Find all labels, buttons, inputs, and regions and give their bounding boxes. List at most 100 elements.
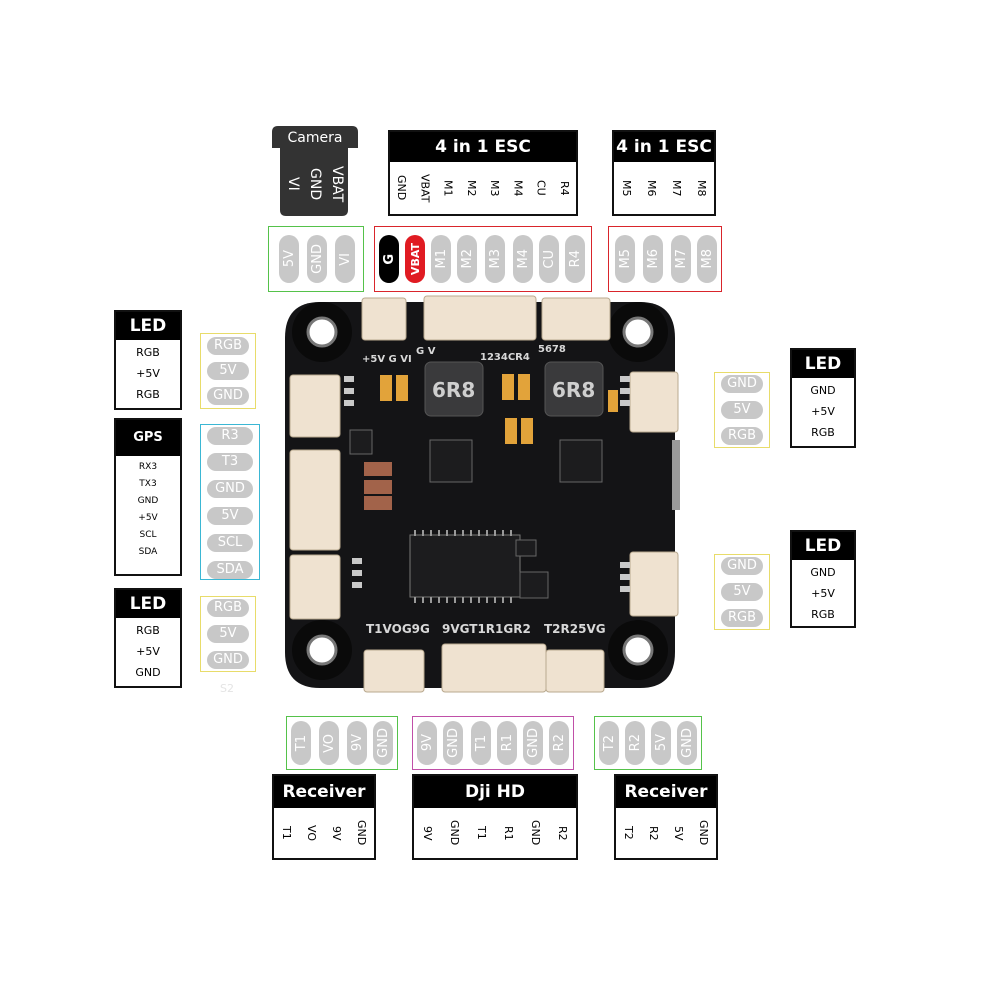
esc-a-pad-group: G VBAT M1 M2 M3 M4 CU R4	[374, 226, 592, 292]
led-left-bottom-pad-group: RGB 5V GND	[200, 596, 256, 672]
led-left-top-pin: +5V	[136, 367, 160, 380]
esc-b-pin: M6	[645, 179, 658, 197]
camera-pins: VI GND VBAT	[282, 156, 348, 212]
gps-pin: +5V	[138, 513, 158, 523]
gps-pad: SDA	[207, 561, 253, 579]
receiver-b-pin: T2	[622, 826, 635, 840]
receiver-b-pins: T2 R2 5V GND	[616, 808, 716, 858]
dji-hd-pin: T1	[475, 826, 488, 840]
inductor-label-1: 6R8	[432, 378, 476, 402]
receiver-a-pin: GND	[355, 820, 368, 846]
gps-pad: 5V	[207, 507, 253, 525]
led-right-bottom-pin: GND	[810, 566, 836, 579]
esc-b-pins: M5 M6 M7 M8	[614, 162, 714, 214]
dji-hd-pad: 9V	[417, 721, 437, 765]
led-left-bottom-pad: RGB	[207, 599, 249, 617]
led-left-top-pad-group: RGB 5V GND	[200, 333, 256, 409]
esc-b-pad-m7: M7	[671, 235, 691, 283]
camera-pad-gnd: GND	[307, 235, 327, 283]
receiver-a-title: Receiver	[274, 776, 374, 808]
esc-a-pad-m1: M1	[431, 235, 451, 283]
inductor-label-2: 6R8	[552, 378, 596, 402]
receiver-a-pad: 9V	[347, 721, 367, 765]
silk-top-left: +5V G VI	[362, 354, 412, 365]
camera-title: Camera	[287, 130, 343, 146]
led-right-bottom-pin: +5V	[811, 587, 835, 600]
esc-a-pin: M3	[488, 179, 502, 197]
dji-hd-pin: GND	[448, 820, 461, 846]
silk-bottom-2: 9VGT1R1GR2	[442, 622, 531, 636]
camera-pad-5v: 5V	[279, 235, 299, 283]
led-right-top-pad-group: GND 5V RGB	[714, 372, 770, 448]
camera-pad-vi: VI	[335, 235, 355, 283]
esc-a-pin: CU	[534, 180, 548, 196]
receiver-b-title: Receiver	[616, 776, 716, 808]
receiver-a-pad-group: T1 VO 9V GND	[286, 716, 398, 770]
receiver-b-pad: 5V	[651, 721, 671, 765]
led-left-top-pad: 5V	[207, 362, 249, 380]
esc-a-pin: M4	[511, 179, 525, 197]
gps-pin: GND	[137, 496, 159, 506]
gps-pin: TX3	[139, 479, 157, 489]
receiver-a-card: Receiver T1 VO 9V GND	[272, 774, 376, 860]
dji-hd-pad: T1	[471, 721, 491, 765]
led-right-bottom-pad: 5V	[721, 583, 763, 601]
dji-hd-pad: R2	[549, 721, 569, 765]
dji-hd-pins: 9V GND T1 R1 GND R2	[414, 808, 576, 858]
gps-card: GPS RX3 TX3 GND +5V SCL SDA	[114, 418, 182, 576]
camera-shape	[272, 126, 358, 216]
led-left-top-pad: GND	[207, 387, 249, 405]
led-right-bottom-pad-group: GND 5V RGB	[714, 554, 770, 630]
led-left-top-pin: RGB	[136, 388, 160, 401]
led-left-bottom-card: LED RGB +5V GND	[114, 588, 182, 688]
led-right-top-pin: +5V	[811, 405, 835, 418]
gps-pad: T3	[207, 453, 253, 471]
receiver-a-pad: T1	[291, 721, 311, 765]
esc-a-pad-cu: CU	[539, 235, 559, 283]
led-right-bottom-pin: RGB	[811, 608, 835, 621]
esc-a-pad-m3: M3	[485, 235, 505, 283]
led-right-top-pad: 5V	[721, 401, 763, 419]
esc-a-pad-r4: R4	[565, 235, 585, 283]
silk-s2: S2	[220, 682, 234, 695]
esc-b-pad-m8: M8	[697, 235, 717, 283]
dji-hd-pad-group: 9V GND T1 R1 GND R2	[412, 716, 574, 770]
esc-b-pin: M8	[695, 179, 708, 197]
dji-hd-pin: 9V	[421, 825, 434, 841]
receiver-b-pad-group: T2 R2 5V GND	[594, 716, 702, 770]
silk-top-mid: 1234CR4	[480, 352, 530, 363]
led-right-bottom-title: LED	[792, 532, 854, 560]
mounting-hole-icon	[292, 302, 668, 680]
gps-pad: SCL	[207, 534, 253, 552]
receiver-b-pad: GND	[677, 721, 697, 765]
receiver-b-pin: 5V	[672, 825, 685, 841]
gps-pad: R3	[207, 427, 253, 445]
silk-bottom-1: T1VOG9G	[366, 622, 430, 636]
led-left-bottom-title: LED	[116, 590, 180, 618]
dji-hd-pin: R1	[502, 825, 515, 841]
dji-hd-pin: GND	[529, 820, 542, 846]
esc-b-pin: M5	[620, 179, 633, 197]
led-right-bottom-card: LED GND +5V RGB	[790, 530, 856, 628]
led-left-top-pad: RGB	[207, 337, 249, 355]
esc-b-pad-m5: M5	[615, 235, 635, 283]
esc-a-pad-vbat: VBAT	[405, 235, 425, 283]
led-right-top-title: LED	[792, 350, 854, 378]
gps-pin: SCL	[139, 530, 157, 540]
flight-controller-board: 6R8 6R8 +5V G VI G V 1234CR4 5678 T1VOG9…	[280, 290, 686, 700]
receiver-a-pin: 9V	[330, 825, 343, 841]
receiver-b-pad: R2	[625, 721, 645, 765]
led-right-bottom-pad: GND	[721, 557, 763, 575]
esc-a-pad-m2: M2	[457, 235, 477, 283]
receiver-b-card: Receiver T2 R2 5V GND	[614, 774, 718, 860]
led-right-top-pin: GND	[810, 384, 836, 397]
dji-hd-pin: R2	[556, 825, 569, 841]
camera-card: Camera VI GND VBAT	[270, 126, 360, 216]
led-left-bottom-pin: +5V	[136, 645, 160, 658]
receiver-b-pin: GND	[697, 820, 710, 846]
led-left-bottom-pad: GND	[207, 651, 249, 669]
esc-a-title: 4 in 1 ESC	[390, 132, 576, 162]
dji-hd-pad: GND	[443, 721, 463, 765]
receiver-a-pad: VO	[319, 721, 339, 765]
led-left-bottom-pin: RGB	[136, 624, 160, 637]
